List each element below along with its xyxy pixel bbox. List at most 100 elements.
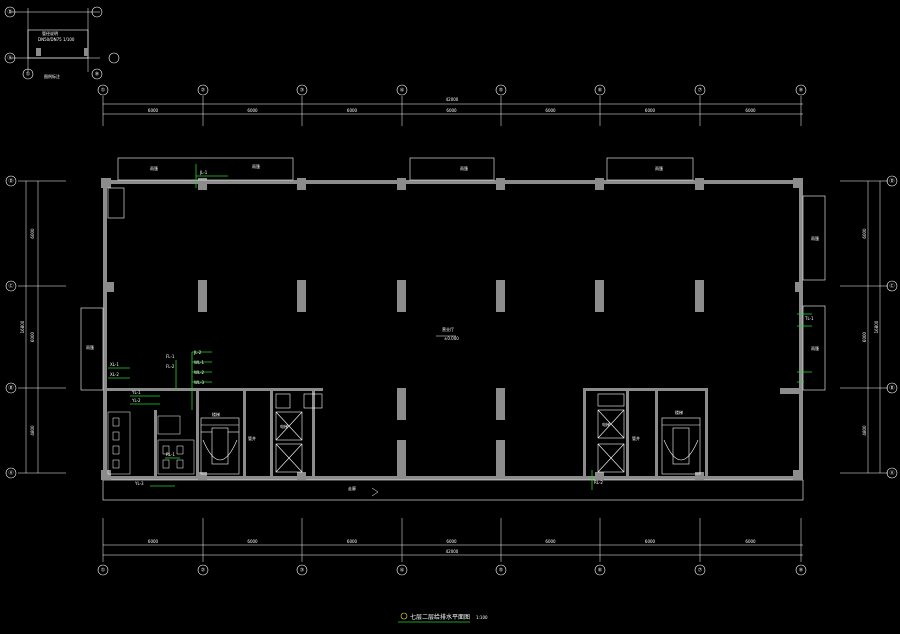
axis-label-top: ⑥ [598, 88, 603, 94]
axis-label-right: Ⓑ [889, 385, 894, 392]
pipe-tag: YL-1 [131, 390, 141, 395]
axis-bubble [886, 467, 898, 479]
axis-bubble [197, 84, 209, 96]
dimension-total: 42000 [446, 97, 459, 102]
building-walls [101, 178, 804, 501]
axis-label-left: Ⓓ [8, 178, 13, 185]
axis-label-bottom: ⑥ [598, 568, 603, 574]
axis-bubble [97, 564, 109, 576]
pipe-tag: YL-3 [134, 481, 144, 486]
dimension-span: 6000 [347, 108, 358, 113]
dimension-span: 6000 [545, 108, 556, 113]
dimension-span: 6000 [446, 108, 457, 113]
pipe-tag: JL-2 [193, 350, 202, 355]
dimension-span: 6000 [645, 108, 656, 113]
room-level: ±0.000 [444, 336, 459, 341]
stair-label: 楼梯 [675, 409, 683, 415]
dimension-total: 16800 [874, 320, 879, 333]
axis-label-bottom: ④ [400, 568, 405, 574]
dimension-total: 16800 [20, 320, 25, 333]
dimension-span: 6000 [247, 108, 258, 113]
dimension-span: 6000 [30, 331, 35, 342]
axis-bubble [5, 382, 17, 394]
dimension-span: 6000 [545, 539, 556, 544]
dimension-span: 6000 [862, 331, 867, 342]
axis-label-top: ② [201, 88, 206, 94]
pipe-tag: WL-1 [194, 360, 205, 365]
pipe-tag: XL-1 [110, 362, 119, 367]
axis-bubble [795, 84, 807, 96]
side-canopy-label: 雨篷 [811, 235, 819, 241]
pipe-tag: YL-2 [131, 398, 141, 403]
axis-label-left: Ⓒ [8, 283, 13, 290]
axis-label-left: Ⓐ [8, 470, 13, 477]
axis-bubble [5, 467, 17, 479]
axis-label-bottom: ③ [300, 568, 304, 574]
dimension-span: 6000 [745, 108, 756, 113]
key-plan-caption: 图例标注 [44, 73, 60, 79]
dimension-span: 6000 [30, 228, 35, 239]
corridor-label: 走廊 [348, 485, 356, 491]
dimension-total: 42000 [446, 549, 459, 554]
shaft-label: 管井 [248, 435, 256, 441]
pipe-network [108, 164, 812, 490]
elevator-label: 电梯 [280, 423, 288, 429]
dimension-texts: 6000 6000 6000 6000 6000 6000 6000 42000 6000 600… [20, 97, 879, 554]
pipe-tag: WL-2 [194, 370, 205, 375]
axis-bubble [594, 84, 606, 96]
pipe-tag: WL-3 [194, 380, 205, 385]
pipe-tag: RL-2 [594, 480, 603, 485]
canopy-label: 雨篷 [150, 165, 158, 171]
dimension-span: 6000 [446, 539, 457, 544]
axis-label-top: ⑧ [799, 88, 804, 94]
axis-label-bottom: ② [201, 568, 206, 574]
stair-label: 楼梯 [212, 411, 220, 417]
axis-label-bottom: ⑧ [799, 568, 804, 574]
pipe-tag: XL-2 [110, 372, 119, 377]
axis-label-bottom: ① [101, 568, 106, 574]
stair-left [200, 417, 240, 475]
dimension-span: 4800 [862, 425, 867, 436]
axis-label-top: ③ [300, 88, 304, 94]
axis-label-bottom: ⑤ [499, 568, 503, 574]
axis-label-left: Ⓑ [8, 385, 13, 392]
axis-bubble [594, 564, 606, 576]
toilet-fixtures [107, 411, 195, 475]
pipe-tag: FL-2 [166, 364, 175, 369]
dimension-span: 4800 [30, 425, 35, 436]
stair-right [661, 417, 701, 475]
canopy-label: 雨篷 [252, 163, 260, 169]
dimension-span: 6000 [645, 539, 656, 544]
room-label: 营业厅 [442, 326, 454, 332]
axis-bubble [5, 280, 17, 292]
dimension-span: 6000 [148, 108, 159, 113]
key-plan-axis-label: ① [26, 72, 31, 78]
axis-bubble [886, 175, 898, 187]
key-plan-note: 管径说明 [42, 30, 58, 36]
key-plan-axis-label: Ⓐ [7, 55, 12, 62]
top-grid-axes: ① ② ③ ④ ⑤ ⑥ ⑦ ⑧ [97, 84, 807, 126]
axis-bubble [396, 84, 408, 96]
axis-bubble [5, 175, 17, 187]
drawing-title: 七层二层给排水平面图 [410, 613, 470, 621]
axis-label-bottom: ⑦ [698, 568, 703, 574]
axis-bubble [886, 280, 898, 292]
axis-bubble [97, 84, 109, 96]
pipe-tag: FL-1 [166, 354, 175, 359]
key-plan: Ⓓ ① Ⓐ ⑧ 管径说明 DN50/DN75 1/100 图例标注 [4, 6, 120, 80]
elevators [275, 393, 625, 473]
key-plan-axis-label: ⑧ [95, 72, 100, 78]
axis-bubble [197, 564, 209, 576]
dimension-span: 6000 [347, 539, 358, 544]
axis-label-top: ④ [400, 88, 405, 94]
dimension-span: 6000 [247, 539, 258, 544]
axis-label-top: ⑤ [499, 88, 503, 94]
shaft-label: 管井 [632, 435, 640, 441]
axis-label-right: Ⓓ [889, 178, 894, 185]
axis-label-top: ⑦ [698, 88, 703, 94]
drawing-scale: 1:100 [476, 615, 488, 620]
axis-label-top: ① [101, 88, 106, 94]
axis-label-right: Ⓒ [889, 283, 894, 290]
